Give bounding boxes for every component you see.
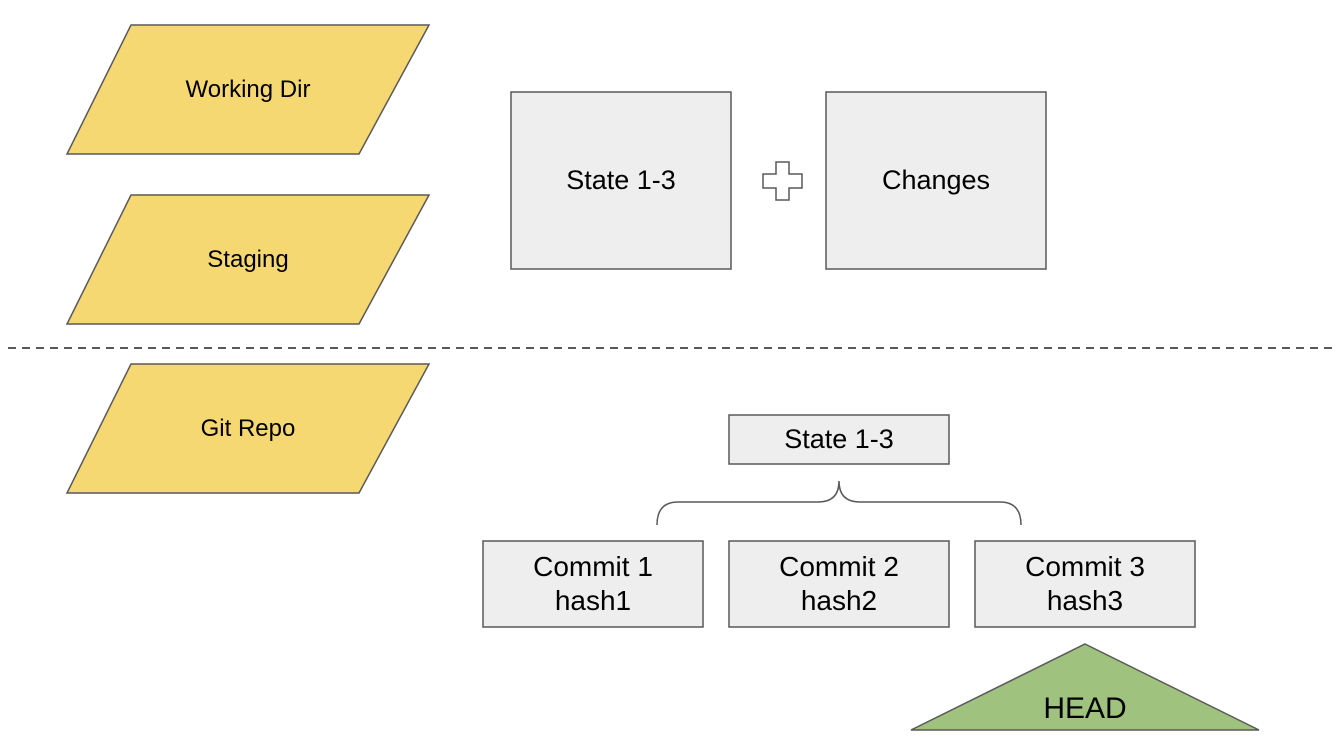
git-repo-label: Git Repo <box>200 414 296 442</box>
changes-box-label: Changes <box>881 165 991 195</box>
commit-2-name: Commit 2 <box>779 551 899 582</box>
commit-3-box: Commit 3 hash3 <box>975 541 1195 627</box>
commit-2-box: Commit 2 hash2 <box>729 541 949 627</box>
commit-1-name: Commit 1 <box>533 551 653 582</box>
head-label: HEAD <box>1043 692 1127 725</box>
git-repo-shape <box>65 363 431 494</box>
head-triangle <box>910 643 1260 731</box>
repo-state-box-shape <box>728 414 950 465</box>
commit-1-hash: hash1 <box>554 585 632 616</box>
repo-state-box-label: State 1-3 <box>784 424 894 454</box>
state-box-shape <box>510 91 732 270</box>
commit-2-hash: hash2 <box>800 585 878 616</box>
changes-box-shape <box>825 91 1047 270</box>
staging-label: Staging <box>207 245 289 273</box>
commit-1-box: Commit 1 hash1 <box>483 541 703 627</box>
staging-shape <box>65 194 431 325</box>
commit-2-shape <box>728 540 950 628</box>
state-box-label: State 1-3 <box>566 165 676 195</box>
commit-3-name: Commit 3 <box>1025 551 1145 582</box>
commit-3-shape <box>974 540 1196 628</box>
curly-brace <box>656 480 1022 526</box>
working-dir-label: Working Dir <box>185 75 311 103</box>
working-dir-shape <box>65 24 431 155</box>
commit-3-hash: hash3 <box>1046 585 1124 616</box>
plus-icon <box>762 161 803 201</box>
commit-1-shape <box>482 540 704 628</box>
